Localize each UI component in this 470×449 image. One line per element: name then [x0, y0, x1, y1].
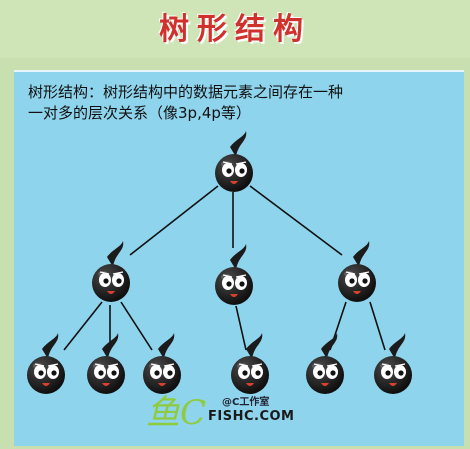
- tadpole-node-l3-6: [373, 332, 413, 395]
- tadpole-node-l2-right: [337, 240, 377, 303]
- edge-root-left: [129, 185, 219, 256]
- description-line-1: 树形结构：树形结构中的数据元素之间存在一种: [28, 83, 344, 101]
- tree-nodes: [26, 130, 413, 395]
- watermark: 鱼C @C工作室 FISHC.COM: [146, 385, 316, 433]
- edge-left-3: [120, 301, 153, 351]
- edge-mid-1: [235, 305, 247, 351]
- tadpole-node-l3-1: [26, 332, 66, 395]
- tadpole-node-l2-left: [91, 240, 131, 303]
- tree-edges: [63, 185, 386, 351]
- tadpole-node-root: [214, 130, 254, 193]
- tadpole-node-l3-2: [86, 332, 126, 395]
- tadpole-node-l2-mid: [214, 243, 254, 306]
- watermark-site: FISHC.COM: [208, 409, 295, 424]
- description: 树形结构：树形结构中的数据元素之间存在一种 一对多的层次关系（像3p,4p等）: [28, 82, 458, 124]
- title-bar: 树形结构: [0, 0, 470, 58]
- edge-right-2: [369, 301, 386, 351]
- page-title: 树形结构: [159, 12, 311, 47]
- watermark-studio: @C工作室: [222, 397, 270, 408]
- edge-root-right: [249, 185, 343, 256]
- fishc-logo: 鱼C: [146, 393, 207, 433]
- edge-left-1: [63, 301, 103, 351]
- description-line-2: 一对多的层次关系（像3p,4p等）: [28, 104, 251, 122]
